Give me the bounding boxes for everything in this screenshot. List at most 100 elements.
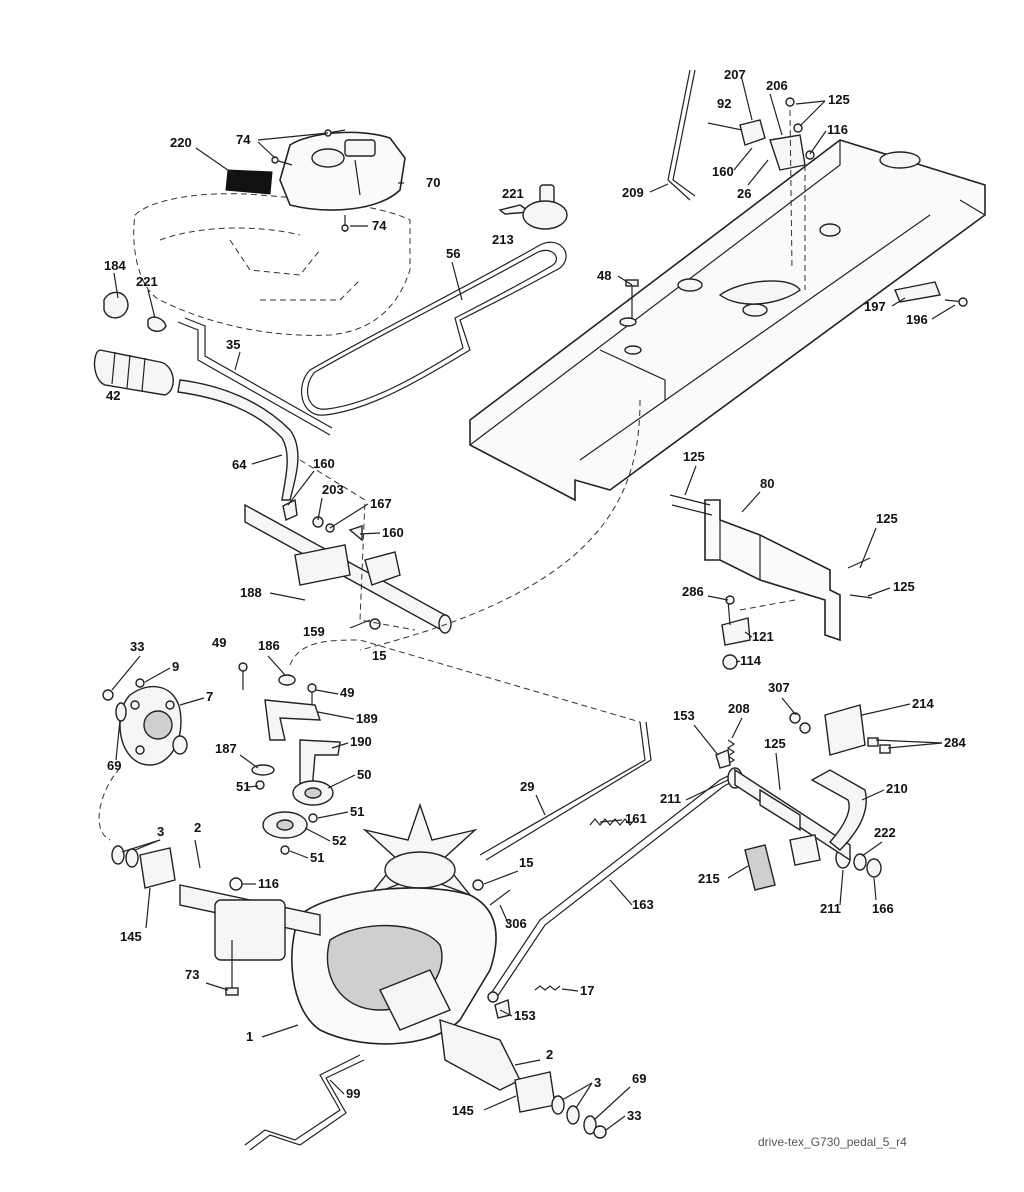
label-74: 74: [236, 132, 251, 147]
label-1: 1: [246, 1029, 253, 1044]
part-7-hub: [119, 685, 188, 766]
part-35-rod: [177, 317, 333, 436]
label-167: 167: [370, 496, 392, 511]
part-49-bolts: [238, 662, 317, 708]
part-197-bracket: [894, 281, 941, 303]
label-166: 166: [872, 901, 894, 916]
part-99-rod: [244, 1054, 365, 1151]
part-116-nut: [229, 877, 243, 891]
label-2: 2: [194, 820, 201, 835]
label-114: 114: [740, 653, 762, 668]
diagram-caption: drive-tex_G730_pedal_5_r4: [758, 1135, 907, 1149]
label-153: 153: [514, 1008, 536, 1023]
part-pedal-shaft: [734, 768, 851, 862]
label-51: 51: [350, 804, 364, 819]
label-197: 197: [864, 299, 886, 314]
label-206: 206: [766, 78, 788, 93]
label-74: 74: [372, 218, 387, 233]
label-26: 26: [737, 186, 751, 201]
part-50-pulley: [292, 780, 334, 806]
label-56: 56: [446, 246, 460, 261]
part-207-bracket: [707, 119, 766, 146]
label-125: 125: [893, 579, 915, 594]
part-209-rod: [667, 69, 696, 201]
part-189-bracket: [264, 699, 321, 741]
part-125-bolts-right: [669, 494, 873, 599]
part-222-166-washers: [853, 853, 882, 878]
label-160: 160: [712, 164, 734, 179]
label-161: 161: [625, 811, 647, 826]
label-80: 80: [760, 476, 774, 491]
label-145: 145: [452, 1103, 474, 1118]
label-186: 186: [258, 638, 280, 653]
label-64: 64: [232, 457, 247, 472]
label-17: 17: [580, 983, 594, 998]
label-49: 49: [340, 685, 354, 700]
label-222: 222: [874, 825, 896, 840]
part-17-spring: [534, 985, 561, 991]
part-2-keys: [194, 839, 541, 1066]
label-210: 210: [886, 781, 908, 796]
label-159: 159: [303, 624, 325, 639]
label-196: 196: [906, 312, 928, 327]
label-125: 125: [876, 511, 898, 526]
label-35: 35: [226, 337, 240, 352]
part-213-knob: [522, 184, 568, 230]
part-167-203: [312, 516, 363, 542]
part-73-bolt: [225, 940, 239, 996]
label-33: 33: [627, 1108, 641, 1123]
label-215: 215: [698, 871, 720, 886]
label-92: 92: [717, 96, 731, 111]
label-207: 207: [724, 67, 746, 82]
part-3-washers: [111, 845, 607, 1139]
label-184: 184: [104, 258, 126, 273]
part-42-grip: [93, 349, 174, 396]
part-196-bolt: [944, 297, 968, 307]
label-7: 7: [206, 689, 213, 704]
label-153: 153: [673, 708, 695, 723]
fan: [362, 802, 478, 918]
leader-lines: [111, 78, 956, 1131]
label-221: 221: [136, 274, 158, 289]
label-307: 307: [768, 680, 790, 695]
label-188: 188: [240, 585, 262, 600]
part-52-pulley: [262, 811, 308, 839]
part-188-shaft: [244, 503, 452, 634]
part-306-15: [472, 879, 511, 906]
part-70-console: [279, 131, 406, 211]
part-186-nut: [278, 674, 296, 686]
label-15: 15: [519, 855, 533, 870]
label-208: 208: [728, 701, 750, 716]
label-49: 49: [212, 635, 226, 650]
label-9: 9: [172, 659, 179, 674]
part-labels: 220 74 70 74 184 221 42 35 56 221 213 20…: [104, 67, 966, 1123]
label-116: 116: [258, 876, 279, 891]
label-209: 209: [622, 185, 644, 200]
label-52: 52: [332, 833, 346, 848]
label-203: 203: [322, 482, 344, 497]
label-189: 189: [356, 711, 378, 726]
label-190: 190: [350, 734, 372, 749]
label-116: 116: [827, 122, 848, 137]
label-220: 220: [170, 135, 192, 150]
part-284-clips: [867, 737, 891, 754]
part-208-spring: [726, 739, 736, 765]
label-187: 187: [215, 741, 237, 756]
label-42: 42: [106, 388, 120, 403]
label-163: 163: [632, 897, 654, 912]
seat-pan-outline: [133, 193, 411, 336]
label-213: 213: [492, 232, 514, 247]
label-51: 51: [310, 850, 324, 865]
label-125: 125: [764, 736, 786, 751]
part-221-clip: [147, 204, 532, 332]
part-161-spring: [589, 818, 636, 826]
label-3: 3: [157, 824, 164, 839]
label-99: 99: [346, 1086, 360, 1101]
part-121-bracket: [721, 595, 751, 646]
label-70: 70: [426, 175, 440, 190]
label-211: 211: [660, 791, 681, 806]
label-15: 15: [372, 648, 386, 663]
part-214-pedal-pad: [824, 704, 866, 756]
label-121: 121: [752, 629, 774, 644]
